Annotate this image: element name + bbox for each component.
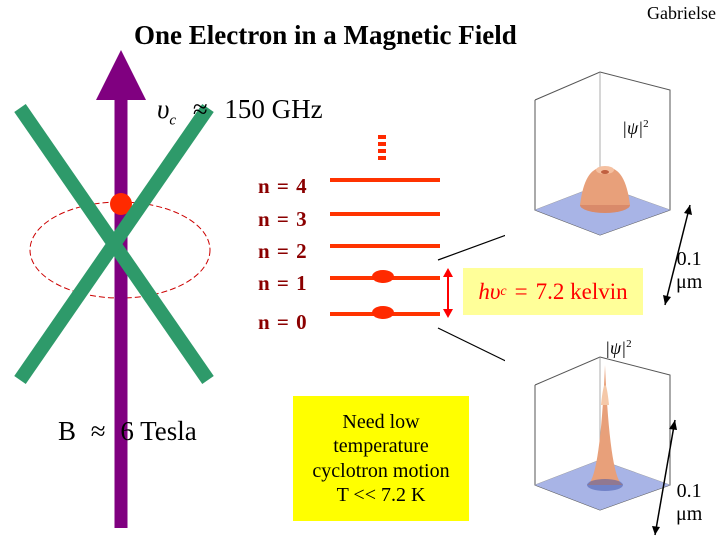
requirement-note: Need low temperature cyclotron motion T … [293, 396, 469, 521]
approx-sign: ≈ [192, 94, 208, 124]
energy-nu-symbol: υ [489, 278, 501, 304]
upper-wavefunction-plot [505, 60, 680, 260]
upper-scale-arrow [663, 204, 692, 306]
b-symbol: B [58, 416, 77, 446]
level-label-n0: n = 0 [258, 310, 308, 334]
note-line-4: T << 7.2 K [336, 483, 426, 506]
planck-symbol: h [478, 278, 490, 304]
cyclotron-frequency-label: υc ≈ 150 GHz [157, 94, 323, 129]
lower-scale-value: 0.1 [676, 480, 702, 502]
lower-wavefunction-plot [505, 345, 680, 535]
nu-subscript: c [169, 112, 177, 129]
b-approx-sign: ≈ [90, 416, 106, 446]
field-strength-label: B ≈ 6 Tesla [58, 416, 197, 447]
energy-equals: = [514, 278, 528, 304]
ellipsis-icon [378, 135, 386, 160]
note-line-2: temperature [333, 435, 429, 458]
note-line-1: Need low [342, 410, 420, 433]
magnetic-field-diagram [14, 50, 214, 528]
level-line-n3 [330, 212, 440, 216]
upper-scale-unit: μm [676, 271, 703, 293]
nu-symbol: υ [157, 94, 170, 124]
lower-scale-label: 0.1 μm [676, 480, 702, 526]
upper-scale-label: 0.1 μm [676, 248, 702, 294]
author-label: Gabrielse [647, 3, 716, 23]
frequency-value: 150 GHz [224, 94, 323, 124]
upper-psi-exp: 2 [643, 118, 649, 130]
note-line-3: cyclotron motion [312, 459, 450, 482]
lower-psi-exp: 2 [626, 338, 632, 350]
lower-scale-arrow [652, 419, 677, 536]
energy-value: 7.2 kelvin [535, 278, 628, 304]
electron-dot [110, 193, 132, 215]
electron-dot-n0 [372, 306, 394, 319]
lower-scale-unit: μm [676, 503, 703, 525]
level-label-n4: n = 4 [258, 174, 308, 198]
lower-psi-text: |ψ| [605, 338, 627, 358]
level-line-n2 [330, 244, 440, 248]
upper-psi-text: |ψ| [622, 118, 644, 138]
cross-line-b [14, 104, 214, 384]
level-label-n1: n = 1 [258, 271, 308, 295]
field-value: 6 Tesla [120, 416, 197, 446]
level-label-n3: n = 3 [258, 207, 308, 231]
slide-title: One Electron in a Magnetic Field [134, 20, 517, 50]
upper-psi-label: |ψ|2 [622, 118, 649, 139]
upper-scale-value: 0.1 [676, 248, 702, 270]
lower-psi-label: |ψ|2 [605, 338, 632, 359]
energy-nu-subscript: c [500, 283, 507, 299]
electron-dot-n1 [372, 270, 394, 283]
energy-gap-arrow [443, 268, 453, 318]
b-field-arrowhead [96, 50, 146, 100]
level-label-n2: n = 2 [258, 239, 308, 263]
level-line-n4 [330, 178, 440, 182]
